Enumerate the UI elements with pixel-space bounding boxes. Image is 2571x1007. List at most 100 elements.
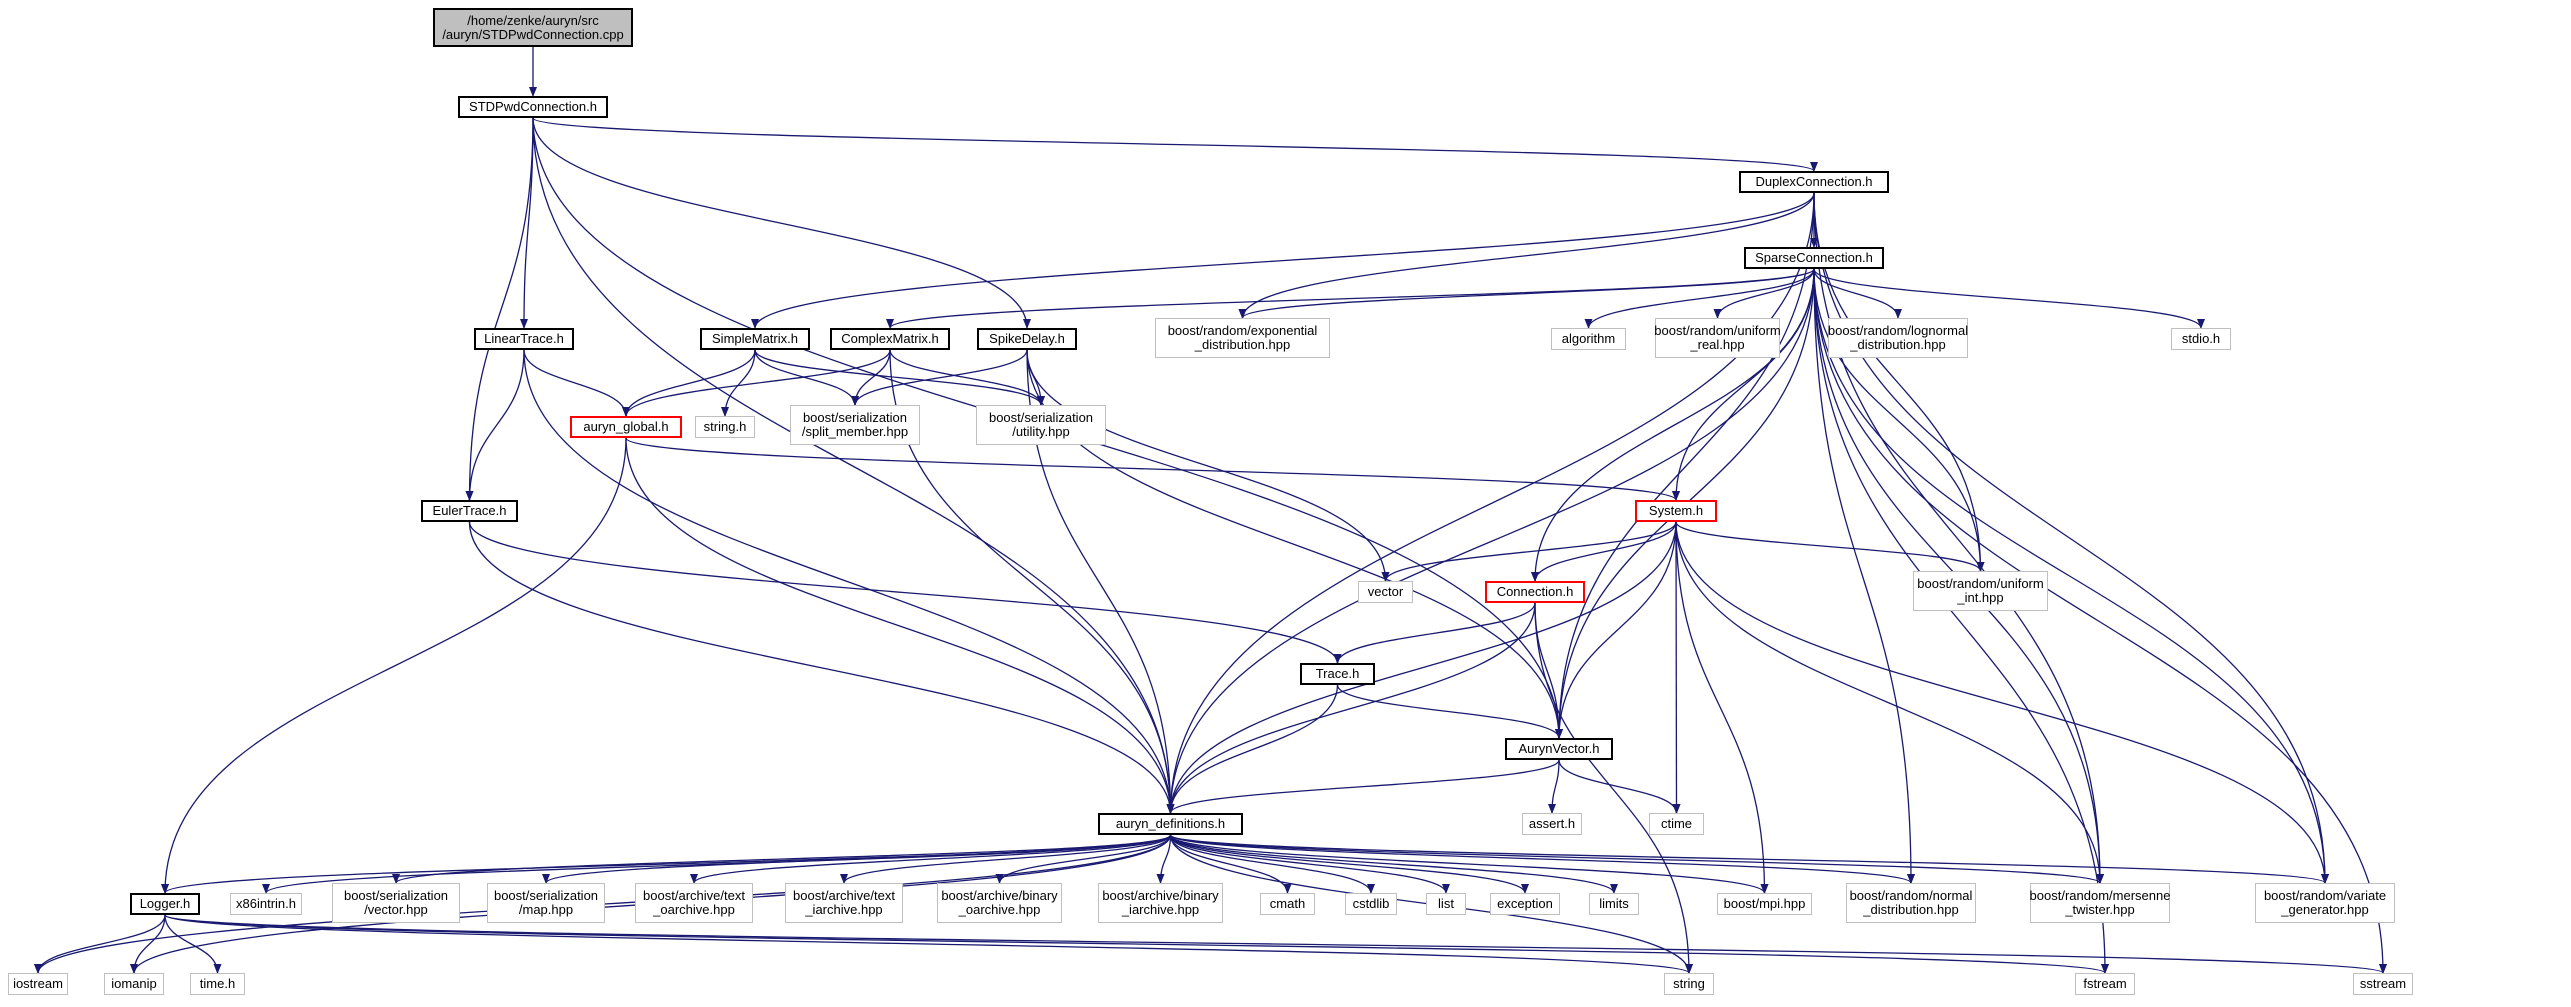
- edge-duplex-to-defs: [1166, 192, 1815, 814]
- node-label: cmath: [1269, 896, 1306, 911]
- node-defs[interactable]: auryn_definitions.h: [1098, 813, 1243, 835]
- edge-defs-to-sermap: [542, 834, 1172, 884]
- node-uniint: boost/random/uniform _int.hpp: [1913, 571, 2048, 611]
- node-label: AurynVector.h: [1518, 741, 1600, 756]
- node-label: boost/archive/text _iarchive.hpp: [793, 888, 895, 917]
- node-label: ctime: [1660, 816, 1693, 831]
- edge-logger-to-string: [164, 914, 1693, 974]
- node-label: exception: [1497, 896, 1553, 911]
- node-iostream: iostream: [8, 973, 68, 995]
- node-string: string: [1664, 973, 1714, 995]
- edge-sparse-to-unireal: [1713, 268, 1815, 319]
- node-simplematrix[interactable]: SimpleMatrix.h: [700, 328, 810, 350]
- edge-duplex-to-mersenne: [1813, 192, 2104, 884]
- edge-logger-to-iomanip: [130, 914, 166, 974]
- node-complexmatrix[interactable]: ComplexMatrix.h: [830, 328, 950, 350]
- node-label: iostream: [13, 976, 63, 991]
- node-unireal: boost/random/uniform _real.hpp: [1654, 318, 1781, 358]
- edge-stdpwd-to-eulertrace: [465, 117, 534, 501]
- node-label: string: [1673, 976, 1705, 991]
- node-label: boost/archive/text _oarchive.hpp: [643, 888, 745, 917]
- edge-spikedelay-to-splitmember: [851, 349, 1028, 406]
- edge-defs-to-exception: [1169, 834, 1529, 894]
- node-label: boost/random/variate _generator.hpp: [2263, 888, 2387, 917]
- edge-auryn_global-to-logger: [161, 437, 627, 894]
- node-label: fstream: [2083, 976, 2127, 991]
- node-label: System.h: [1648, 503, 1704, 518]
- edge-duplex-to-simplematrix: [751, 192, 1815, 329]
- edge-spikedelay-to-vector: [1026, 349, 1390, 582]
- node-timeh: time.h: [190, 973, 245, 995]
- node-label: boost/random/lognormal _distribution.hpp: [1827, 323, 1969, 352]
- edge-trace-to-defs: [1166, 684, 1339, 814]
- edge-sparse-to-normal: [1813, 268, 1915, 884]
- node-x86: x86intrin.h: [230, 893, 302, 915]
- node-textoarch: boost/archive/text _oarchive.hpp: [635, 883, 753, 923]
- node-label: boost/serialization /utility.hpp: [988, 410, 1094, 439]
- node-vector: vector: [1358, 581, 1413, 603]
- node-label: boost/archive/binary _iarchive.hpp: [1102, 888, 1219, 917]
- node-stdio: stdio.h: [2171, 328, 2231, 350]
- edge-logger-to-fstream: [164, 914, 2109, 974]
- node-label: cstdlib: [1352, 896, 1390, 911]
- edge-simplematrix-to-stringh: [721, 349, 756, 417]
- node-sstream: sstream: [2353, 973, 2413, 995]
- node-aurynvector[interactable]: AurynVector.h: [1505, 738, 1613, 760]
- node-label: boost/mpi.hpp: [1723, 896, 1806, 911]
- edge-logger-to-sstream: [164, 914, 2387, 974]
- edge-stdpwd-to-lintrace: [520, 117, 534, 329]
- node-label: LinearTrace.h: [484, 331, 564, 346]
- node-variate: boost/random/variate _generator.hpp: [2255, 883, 2395, 923]
- node-cmath: cmath: [1260, 893, 1315, 915]
- node-limits: limits: [1589, 893, 1639, 915]
- node-label: limits: [1599, 896, 1629, 911]
- edge-trace-to-aurynvector: [1336, 684, 1563, 739]
- node-root[interactable]: /home/zenke/auryn/src /auryn/STDPwdConne…: [433, 8, 633, 47]
- node-auryn_global[interactable]: auryn_global.h: [570, 416, 682, 438]
- node-label: /home/zenke/auryn/src /auryn/STDPwdConne…: [442, 12, 624, 42]
- node-label: boost/random/uniform _int.hpp: [1917, 576, 2044, 605]
- node-biniarch: boost/archive/binary _iarchive.hpp: [1098, 883, 1223, 923]
- edge-connection-to-defs: [1166, 602, 1536, 814]
- edge-sparse-to-stdio: [1813, 268, 2205, 329]
- node-label: time.h: [199, 976, 236, 991]
- edge-system-to-variate: [1675, 521, 2329, 884]
- edge-connection-to-aurynvector: [1534, 602, 1563, 739]
- edge-connection-to-string: [1534, 602, 1693, 974]
- node-label: SimpleMatrix.h: [712, 331, 798, 346]
- edge-defs-to-cmath: [1169, 834, 1292, 894]
- node-label: algorithm: [1561, 331, 1616, 346]
- edge-system-to-mersenne: [1675, 521, 2104, 884]
- node-sparse[interactable]: SparseConnection.h: [1744, 247, 1884, 269]
- edge-defs-to-variate: [1169, 834, 2329, 884]
- edge-connection-to-trace: [1333, 602, 1536, 664]
- node-spikedelay[interactable]: SpikeDelay.h: [977, 328, 1077, 350]
- edge-eulertrace-to-trace: [468, 521, 1342, 664]
- edge-aurynvector-to-ctime: [1558, 759, 1681, 814]
- node-connection[interactable]: Connection.h: [1485, 581, 1585, 603]
- edge-simplematrix-to-serutility: [754, 349, 1045, 406]
- node-logger[interactable]: Logger.h: [130, 893, 200, 915]
- node-label: EulerTrace.h: [432, 503, 507, 518]
- edge-duplex-to-variate: [1813, 192, 2329, 884]
- node-lintrace[interactable]: LinearTrace.h: [474, 328, 574, 350]
- node-label: SpikeDelay.h: [989, 331, 1065, 346]
- edge-auryn_global-to-defs: [625, 437, 1175, 814]
- edge-lintrace-to-defs: [523, 349, 1175, 814]
- node-stdpwd[interactable]: STDPwdConnection.h: [458, 96, 608, 118]
- node-eulertrace[interactable]: EulerTrace.h: [421, 500, 518, 522]
- edge-sparse-to-fstream: [1813, 268, 2109, 974]
- node-system[interactable]: System.h: [1635, 500, 1717, 522]
- node-asserth: assert.h: [1522, 813, 1582, 835]
- edge-system-to-aurynvector: [1555, 521, 1677, 739]
- node-label: string.h: [703, 419, 747, 434]
- node-duplex[interactable]: DuplexConnection.h: [1739, 171, 1889, 193]
- edge-sparse-to-defs: [1166, 268, 1815, 814]
- node-trace[interactable]: Trace.h: [1300, 663, 1375, 685]
- node-label: x86intrin.h: [236, 896, 296, 911]
- edge-stdpwd-to-duplex: [532, 117, 1818, 172]
- node-stringh: string.h: [695, 416, 755, 438]
- edge-lintrace-to-auryn_global: [523, 349, 630, 417]
